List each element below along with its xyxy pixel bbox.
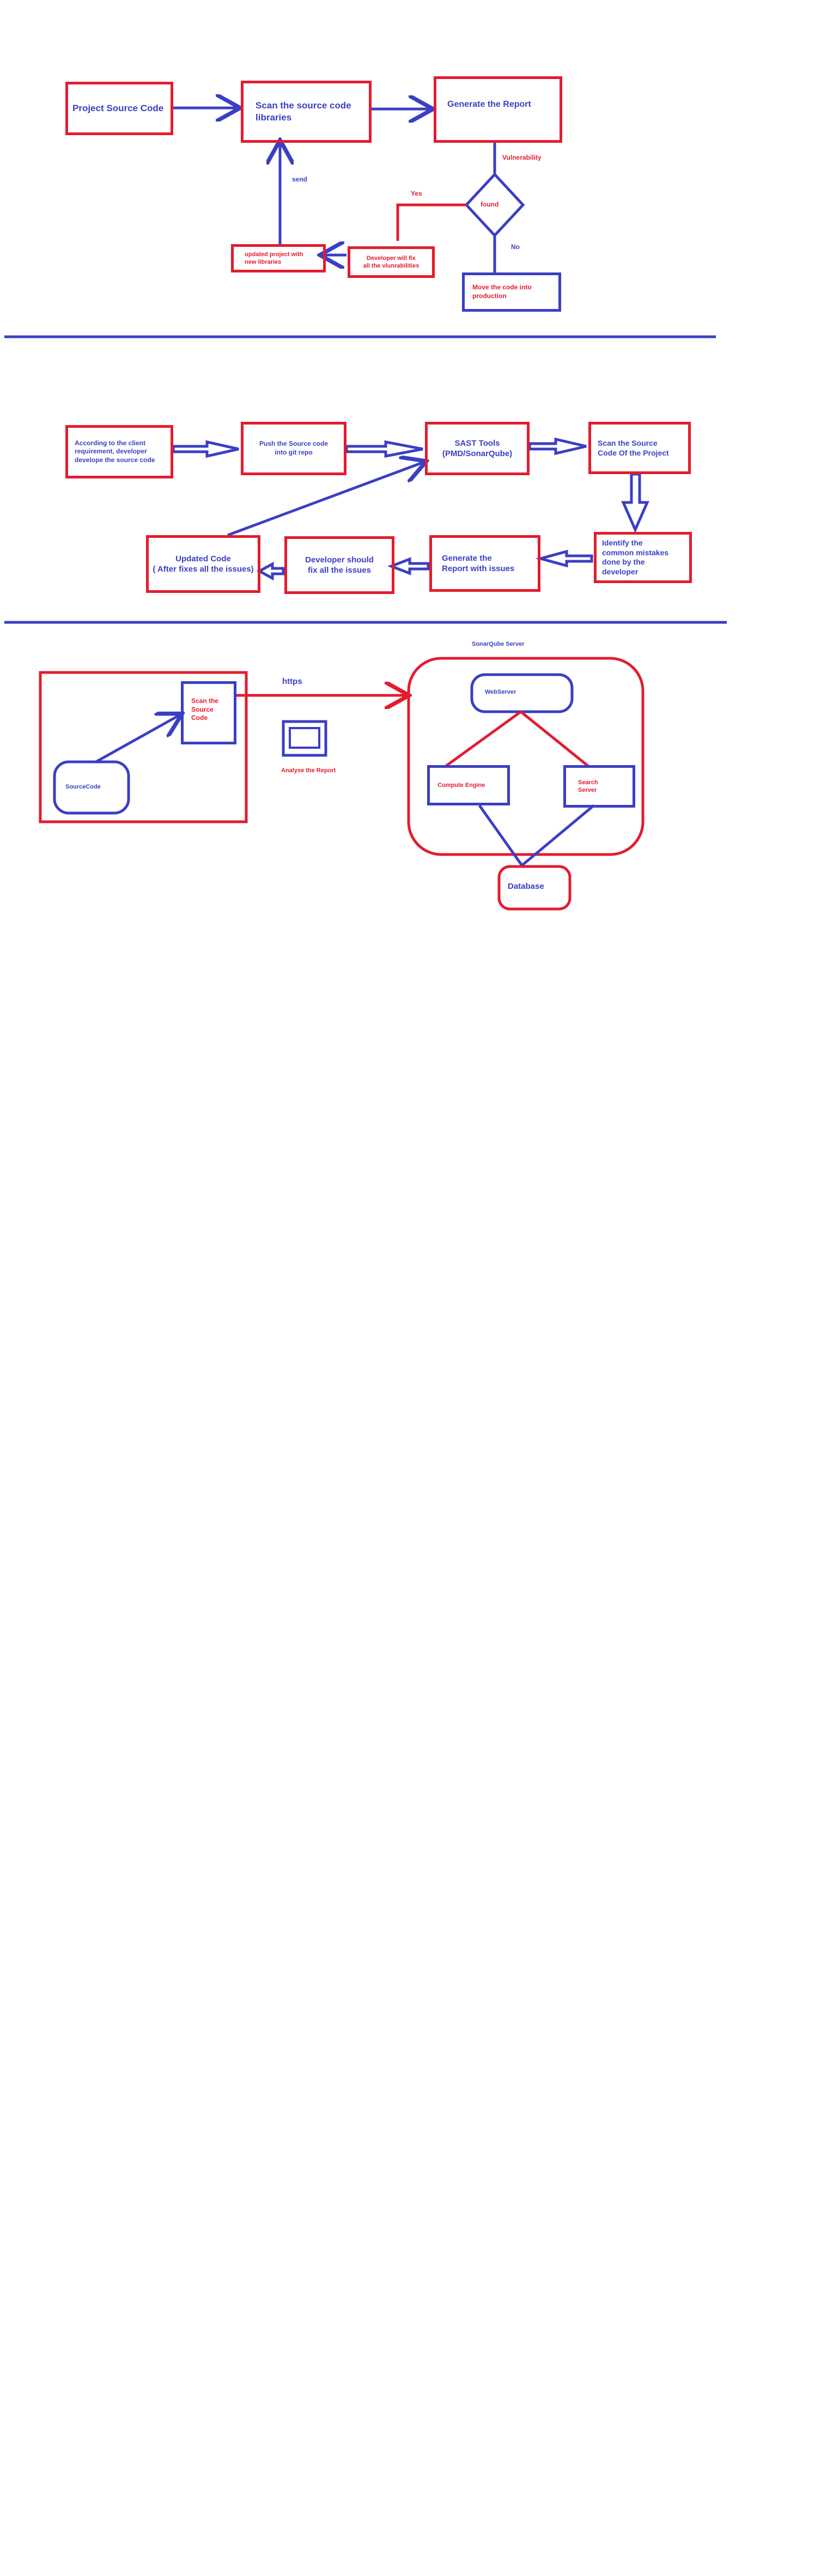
sast-tools-label: SAST Tools (PMD/SonarQube)	[442, 438, 513, 459]
source-code-cylinder	[53, 760, 130, 815]
identify-mistakes-box: Identify the common mistakes done by the…	[594, 532, 692, 583]
updated-code-label: Updated Code ( After fixes all the issue…	[153, 554, 254, 574]
report-monitor-icon	[282, 720, 327, 757]
project-source-code-label: Project Source Code	[72, 103, 164, 113]
arrow-updated-to-sast	[227, 462, 424, 537]
search-server-box: Search Server	[563, 765, 635, 808]
client-requirement-box: According to the client requirement, dev…	[65, 425, 173, 478]
source-code-label: SourceCode	[65, 784, 101, 790]
identify-mistakes-label: Identify the common mistakes done by the…	[602, 538, 669, 576]
database-frame	[497, 865, 572, 911]
webserver-label: WebServer	[485, 689, 516, 695]
double-arrow-generate-to-developer	[387, 557, 430, 575]
developer-fix-vuln-label: Developer will fix all the vlunrabilitie…	[363, 254, 420, 269]
no-label: No	[511, 243, 520, 251]
double-arrow-scan-to-identify	[621, 472, 649, 534]
sonarqube-server-label: SonarQube Server	[472, 641, 525, 647]
scan-libraries-label: Scan the source code libraries	[256, 100, 351, 123]
updated-project-box: updated project with new libraries	[231, 244, 326, 272]
developer-fix-vuln-box: Developer will fix all the vlunrabilitie…	[348, 246, 435, 278]
scan-project-label: Scan the Source Code Of the Project	[598, 438, 669, 457]
generate-report-issues-label: Generate the Report with issues	[442, 553, 515, 574]
generate-report-box: Generate the Report	[434, 76, 562, 143]
move-production-label: Move the code into production	[472, 283, 532, 300]
scan-libraries-box: Scan the source code libraries	[241, 81, 372, 143]
double-arrow-client-to-push	[172, 440, 239, 458]
generate-report-issues-box: Generate the Report with issues	[429, 535, 540, 592]
scan-source-label: Scan the Source Code	[191, 697, 219, 722]
developer-environment-frame	[39, 671, 248, 823]
send-label: send	[292, 175, 308, 183]
search-server-label: Search Server	[578, 779, 598, 793]
decision-found-label: found	[481, 201, 499, 208]
sonarqube-server-frame	[407, 657, 645, 856]
updated-project-label: updated project with new libraries	[245, 251, 303, 265]
move-production-box: Move the code into production	[462, 272, 561, 312]
double-arrow-identify-to-generate	[535, 549, 593, 568]
sast-tools-box: SAST Tools (PMD/SonarQube)	[425, 422, 530, 475]
connector-search-to-db	[521, 804, 595, 866]
updated-code-box: Updated Code ( After fixes all the issue…	[146, 535, 260, 593]
push-git-label: Push the Source code into git repo	[259, 440, 329, 456]
developer-fix-issues-label: Developer should fix all the issues	[305, 555, 374, 575]
database-label: Database	[508, 882, 544, 891]
client-requirement-label: According to the client requirement, dev…	[75, 439, 155, 464]
developer-fix-issues-box: Developer should fix all the issues	[284, 536, 394, 594]
arrow-source-to-scan-s3	[95, 715, 180, 763]
double-arrow-developer-to-updated	[256, 561, 285, 581]
double-arrow-sast-to-scan	[528, 437, 587, 456]
yes-label: Yes	[411, 190, 422, 197]
analyse-report-label: Analyse the Report	[281, 767, 336, 774]
connector-web-to-search	[520, 711, 589, 767]
compute-engine-box: Compute Engine	[427, 765, 510, 805]
https-label: https	[282, 677, 302, 686]
connector-web-to-compute	[445, 710, 522, 768]
project-source-code-box: Project Source Code	[65, 82, 173, 135]
vulnerability-label: Vulnerability	[502, 154, 542, 161]
connector-compute-to-db	[478, 804, 524, 866]
push-git-box: Push the Source code into git repo	[241, 422, 346, 475]
connector-decision-yes	[396, 203, 466, 241]
scan-project-box: Scan the Source Code Of the Project	[588, 422, 691, 474]
double-arrow-push-to-sast	[345, 440, 423, 458]
compute-engine-label: Compute Engine	[437, 782, 485, 789]
generate-report-label: Generate the Report	[447, 100, 531, 109]
scan-source-box: Scan the Source Code	[181, 681, 236, 744]
